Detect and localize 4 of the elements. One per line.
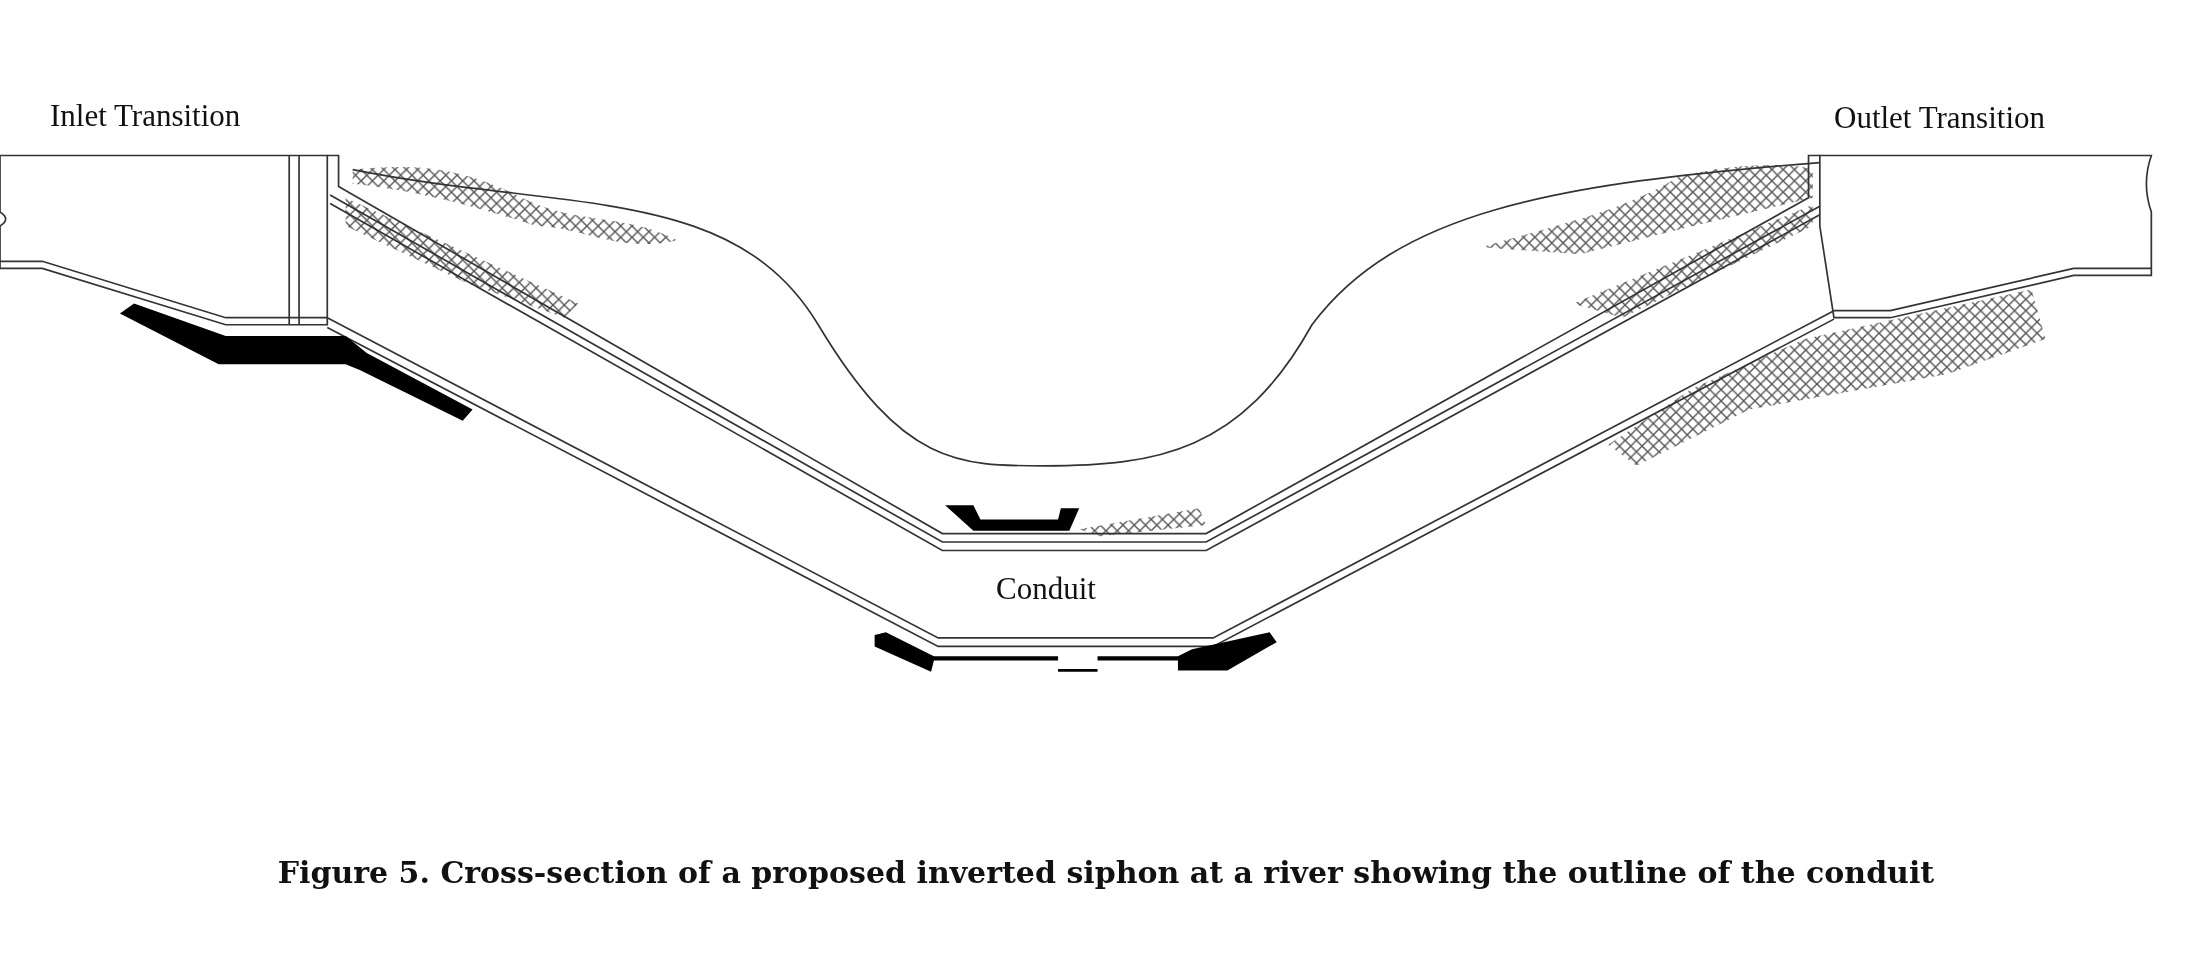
part-label: Outlet Transition [1834,100,2045,136]
part-label: Conduit [996,571,1096,607]
part-label: Inlet Transition [50,98,241,134]
figure-caption: Figure 5. Cross-section of a proposed inverted siphon at a river showing the outline of the conduit [276,855,1936,890]
